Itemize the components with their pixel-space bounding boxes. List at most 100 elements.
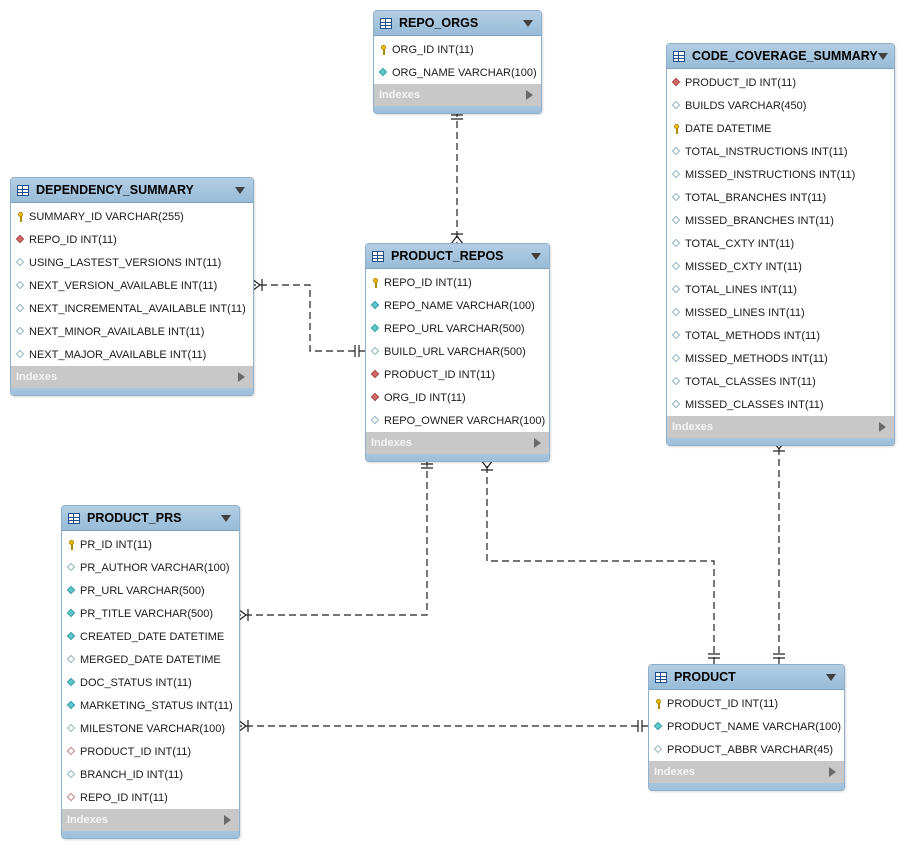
table-repo-orgs[interactable]: REPO_ORGS ORG_ID INT(11)ORG_NAME VARCHAR… bbox=[373, 10, 542, 114]
column-row[interactable]: TOTAL_BRANCHES INT(11) bbox=[667, 186, 894, 209]
hollow-diamond-icon bbox=[654, 745, 663, 755]
column-row[interactable]: MISSED_CXTY INT(11) bbox=[667, 255, 894, 278]
column-row[interactable]: PR_URL VARCHAR(500) bbox=[62, 579, 239, 602]
table-header[interactable]: PRODUCT_PRS bbox=[62, 506, 239, 531]
expand-arrow-icon[interactable] bbox=[829, 767, 836, 777]
column-row[interactable]: PR_ID INT(11) bbox=[62, 533, 239, 556]
column-row[interactable]: TOTAL_LINES INT(11) bbox=[667, 278, 894, 301]
column-row[interactable]: REPO_ID INT(11) bbox=[11, 228, 253, 251]
column-row[interactable]: BRANCH_ID INT(11) bbox=[62, 763, 239, 786]
column-row[interactable]: DOC_STATUS INT(11) bbox=[62, 671, 239, 694]
column-row[interactable]: REPO_NAME VARCHAR(100) bbox=[366, 294, 549, 317]
expand-arrow-icon[interactable] bbox=[224, 815, 231, 825]
column-row[interactable]: ORG_NAME VARCHAR(100) bbox=[374, 61, 541, 84]
table-footer bbox=[374, 106, 541, 113]
column-row[interactable]: PRODUCT_ID INT(11) bbox=[667, 71, 894, 94]
indexes-bar[interactable]: Indexes bbox=[366, 432, 549, 454]
column-row[interactable]: MISSED_INSTRUCTIONS INT(11) bbox=[667, 163, 894, 186]
pk-key-icon bbox=[379, 44, 388, 55]
table-dependency-summary[interactable]: DEPENDENCY_SUMMARY SUMMARY_ID VARCHAR(25… bbox=[10, 177, 254, 396]
column-row[interactable]: PRODUCT_ID INT(11) bbox=[62, 740, 239, 763]
collapse-arrow-icon[interactable] bbox=[531, 252, 541, 260]
collapse-arrow-icon[interactable] bbox=[235, 186, 245, 194]
table-header[interactable]: PRODUCT_REPOS bbox=[366, 244, 549, 269]
column-row[interactable]: MISSED_CLASSES INT(11) bbox=[667, 393, 894, 416]
table-header[interactable]: DEPENDENCY_SUMMARY bbox=[11, 178, 253, 203]
column-row[interactable]: CREATED_DATE DATETIME bbox=[62, 625, 239, 648]
expand-arrow-icon[interactable] bbox=[526, 90, 533, 100]
hollow-diamond-icon bbox=[672, 354, 681, 364]
column-row[interactable]: BUILDS VARCHAR(450) bbox=[667, 94, 894, 117]
table-product-prs[interactable]: PRODUCT_PRS PR_ID INT(11)PR_AUTHOR VARCH… bbox=[61, 505, 240, 839]
column-row[interactable]: REPO_ID INT(11) bbox=[62, 786, 239, 809]
rel-product-product-repos[interactable] bbox=[486, 460, 715, 664]
column-row[interactable]: ORG_ID INT(11) bbox=[366, 386, 549, 409]
rel-product-repos-product-prs[interactable] bbox=[238, 460, 428, 616]
table-title: PRODUCT bbox=[674, 670, 736, 684]
column-row[interactable]: MERGED_DATE DATETIME bbox=[62, 648, 239, 671]
column-label: TOTAL_METHODS INT(11) bbox=[685, 329, 821, 342]
column-row[interactable]: MILESTONE VARCHAR(100) bbox=[62, 717, 239, 740]
table-code-coverage-summary[interactable]: CODE_COVERAGE_SUMMARY PRODUCT_ID INT(11)… bbox=[666, 43, 895, 446]
column-row[interactable]: TOTAL_CLASSES INT(11) bbox=[667, 370, 894, 393]
table-header[interactable]: REPO_ORGS bbox=[374, 11, 541, 36]
indexes-bar[interactable]: Indexes bbox=[62, 809, 239, 831]
column-row[interactable]: PRODUCT_ID INT(11) bbox=[649, 692, 844, 715]
hollow-diamond-icon bbox=[672, 377, 681, 387]
indexes-bar[interactable]: Indexes bbox=[374, 84, 541, 106]
expand-arrow-icon[interactable] bbox=[238, 372, 245, 382]
column-row[interactable]: PR_AUTHOR VARCHAR(100) bbox=[62, 556, 239, 579]
column-row[interactable]: MISSED_LINES INT(11) bbox=[667, 301, 894, 324]
column-label: NEXT_VERSION_AVAILABLE INT(11) bbox=[29, 279, 218, 292]
column-label: MISSED_CLASSES INT(11) bbox=[685, 398, 824, 411]
column-row[interactable]: NEXT_INCREMENTAL_AVAILABLE INT(11) bbox=[11, 297, 253, 320]
column-row[interactable]: NEXT_MINOR_AVAILABLE INT(11) bbox=[11, 320, 253, 343]
table-header[interactable]: CODE_COVERAGE_SUMMARY bbox=[667, 44, 894, 69]
table-icon bbox=[372, 250, 384, 262]
column-row[interactable]: SUMMARY_ID VARCHAR(255) bbox=[11, 205, 253, 228]
column-row[interactable]: ORG_ID INT(11) bbox=[374, 38, 541, 61]
collapse-arrow-icon[interactable] bbox=[221, 514, 231, 522]
column-row[interactable]: MARKETING_STATUS INT(11) bbox=[62, 694, 239, 717]
column-row[interactable]: PRODUCT_ABBR VARCHAR(45) bbox=[649, 738, 844, 761]
column-row[interactable]: REPO_URL VARCHAR(500) bbox=[366, 317, 549, 340]
column-row[interactable]: PR_TITLE VARCHAR(500) bbox=[62, 602, 239, 625]
indexes-label: Indexes bbox=[371, 437, 412, 449]
column-row[interactable]: MISSED_BRANCHES INT(11) bbox=[667, 209, 894, 232]
column-row[interactable]: TOTAL_CXTY INT(11) bbox=[667, 232, 894, 255]
expand-arrow-icon[interactable] bbox=[879, 422, 886, 432]
column-row[interactable]: REPO_OWNER VARCHAR(100) bbox=[366, 409, 549, 432]
column-row[interactable]: NEXT_VERSION_AVAILABLE INT(11) bbox=[11, 274, 253, 297]
column-row[interactable]: TOTAL_METHODS INT(11) bbox=[667, 324, 894, 347]
table-product-repos[interactable]: PRODUCT_REPOS REPO_ID INT(11)REPO_NAME V… bbox=[365, 243, 550, 462]
column-row[interactable]: TOTAL_INSTRUCTIONS INT(11) bbox=[667, 140, 894, 163]
one-marker bbox=[773, 653, 785, 659]
column-label: NEXT_MAJOR_AVAILABLE INT(11) bbox=[29, 348, 207, 361]
hollow-diamond-icon bbox=[16, 327, 25, 337]
table-product[interactable]: PRODUCT PRODUCT_ID INT(11)PRODUCT_NAME V… bbox=[648, 664, 845, 791]
column-row[interactable]: BUILD_URL VARCHAR(500) bbox=[366, 340, 549, 363]
collapse-arrow-icon[interactable] bbox=[523, 19, 533, 27]
column-list: PR_ID INT(11)PR_AUTHOR VARCHAR(100) PR_UR… bbox=[62, 531, 239, 809]
column-label: PR_TITLE VARCHAR(500) bbox=[80, 607, 214, 620]
column-label: PR_URL VARCHAR(500) bbox=[80, 584, 205, 597]
collapse-arrow-icon[interactable] bbox=[826, 673, 836, 681]
collapse-arrow-icon[interactable] bbox=[877, 52, 888, 60]
column-label: TOTAL_CLASSES INT(11) bbox=[685, 375, 816, 388]
rel-product-repos-dependency-summary[interactable] bbox=[252, 284, 366, 352]
indexes-bar[interactable]: Indexes bbox=[667, 416, 894, 438]
column-row[interactable]: DATE DATETIME bbox=[667, 117, 894, 140]
indexes-bar[interactable]: Indexes bbox=[11, 366, 253, 388]
column-row[interactable]: MISSED_METHODS INT(11) bbox=[667, 347, 894, 370]
indexes-bar[interactable]: Indexes bbox=[649, 761, 844, 783]
column-row[interactable]: USING_LASTEST_VERSIONS INT(11) bbox=[11, 251, 253, 274]
column-row[interactable]: NEXT_MAJOR_AVAILABLE INT(11) bbox=[11, 343, 253, 366]
column-row[interactable]: PRODUCT_NAME VARCHAR(100) bbox=[649, 715, 844, 738]
expand-arrow-icon[interactable] bbox=[534, 438, 541, 448]
table-header[interactable]: PRODUCT bbox=[649, 665, 844, 690]
column-row[interactable]: REPO_ID INT(11) bbox=[366, 271, 549, 294]
column-label: REPO_OWNER VARCHAR(100) bbox=[384, 414, 546, 427]
column-label: PRODUCT_ID INT(11) bbox=[80, 745, 192, 758]
hollow-diamond-icon bbox=[672, 101, 681, 111]
column-row[interactable]: PRODUCT_ID INT(11) bbox=[366, 363, 549, 386]
